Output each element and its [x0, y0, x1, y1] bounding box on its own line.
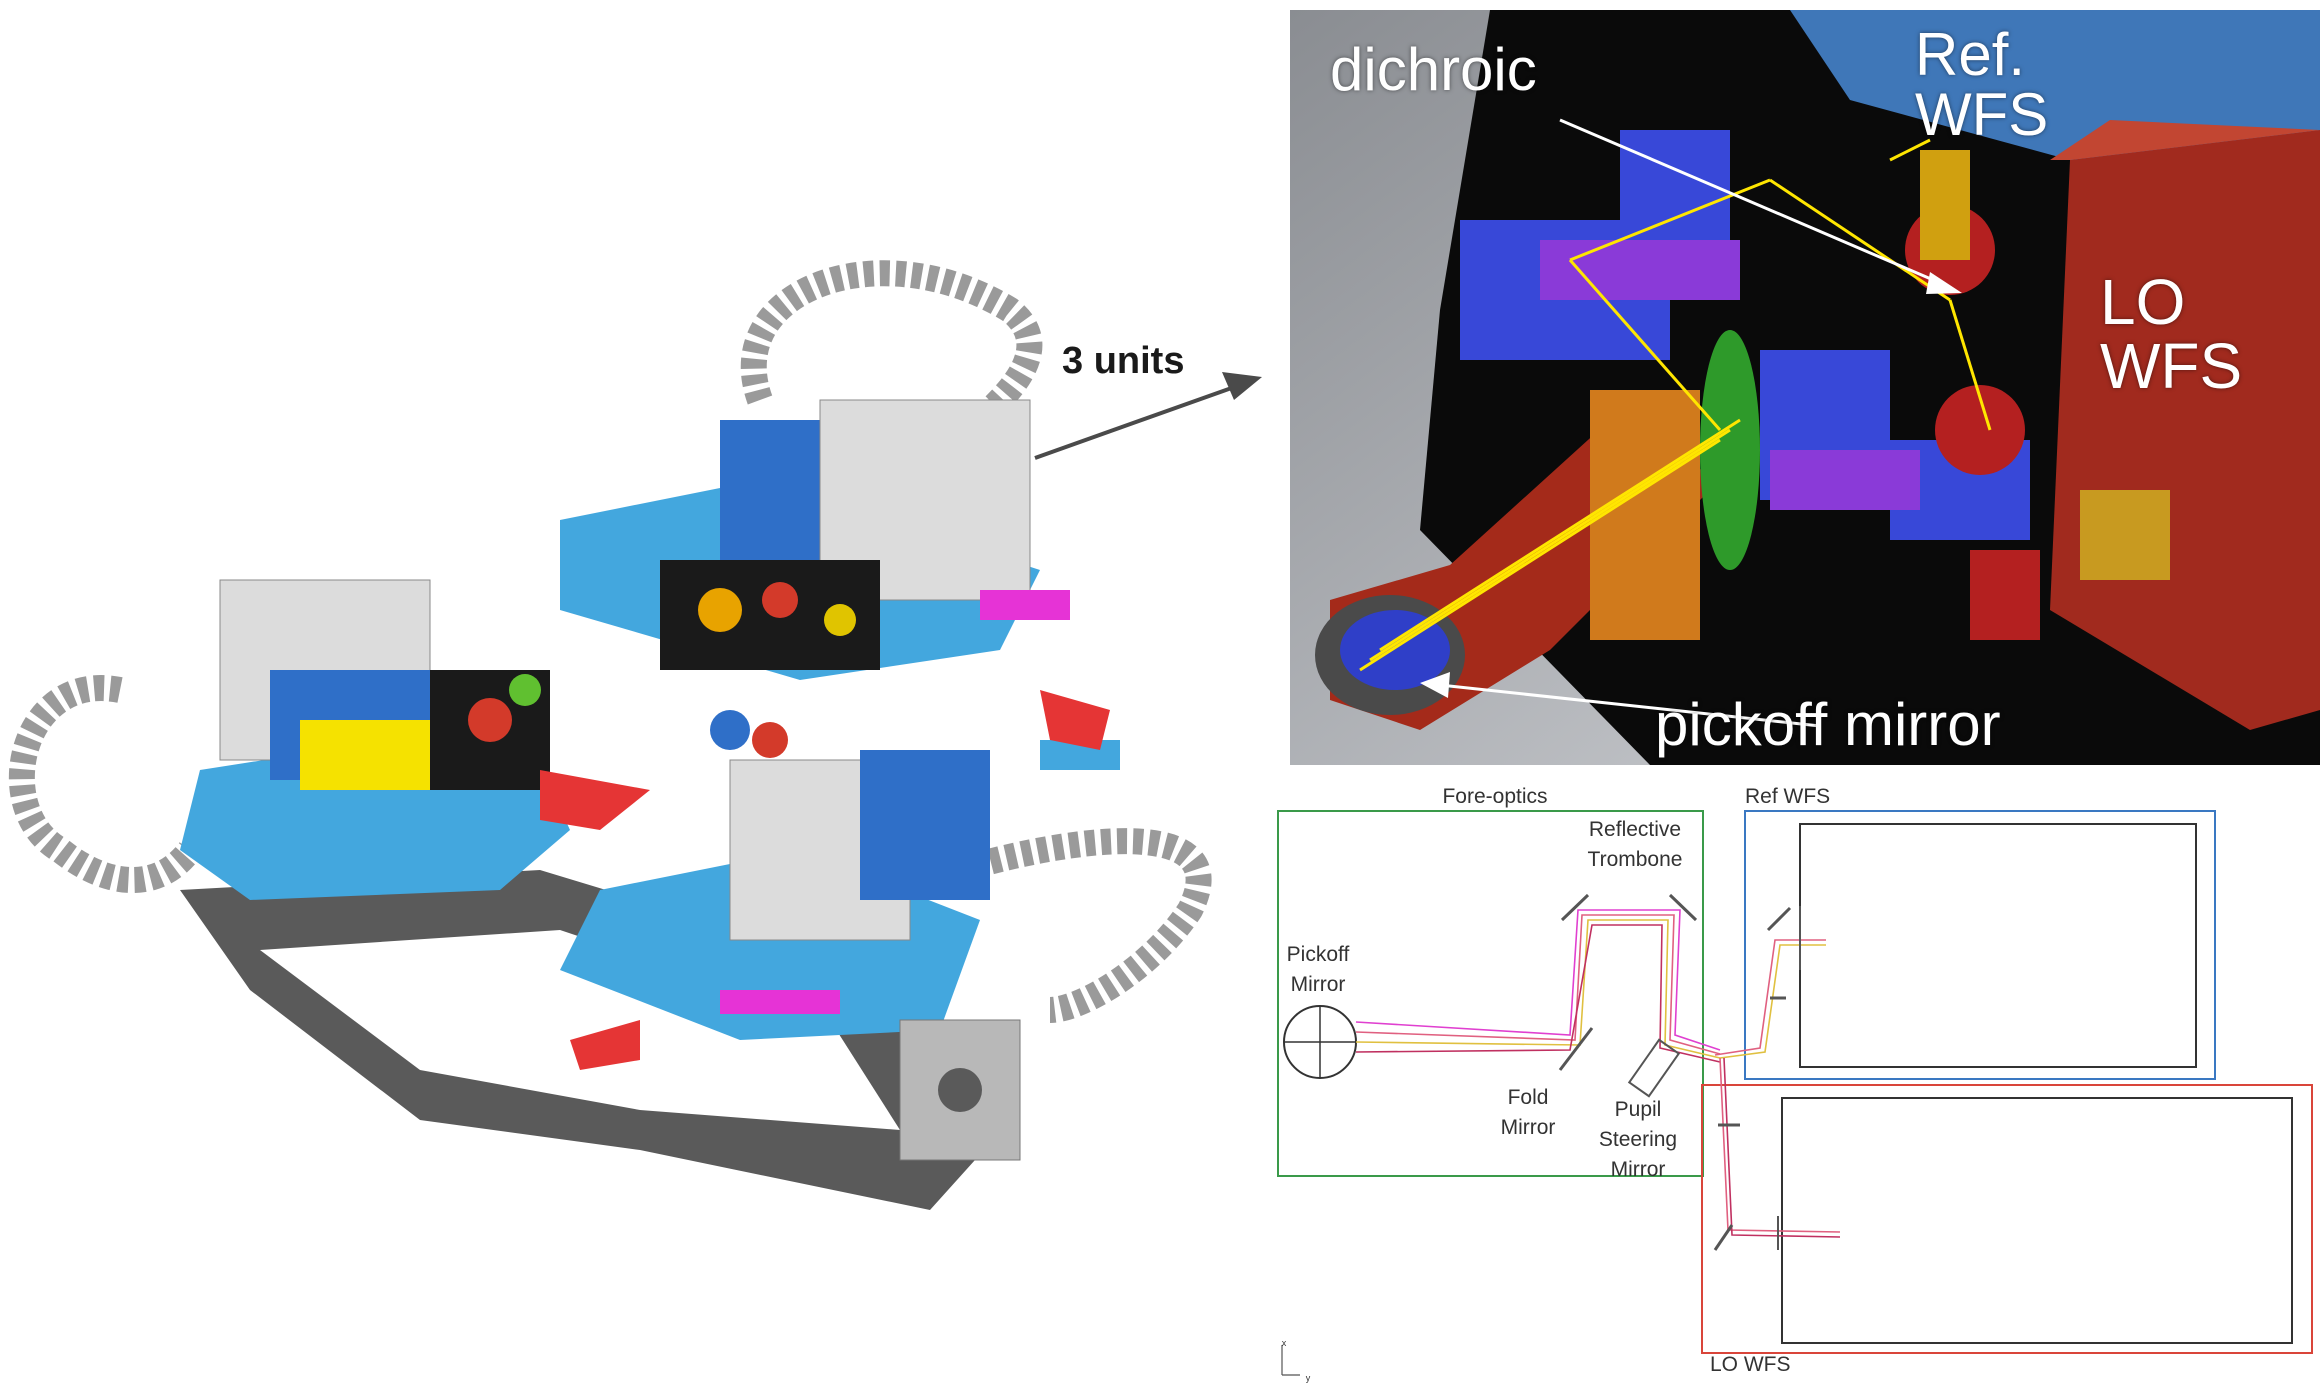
ref-wfs-line-2: WFS: [1915, 81, 2049, 148]
fold-line-1: Fold: [1507, 1086, 1549, 1109]
axis-x-label: x: [1281, 1338, 1287, 1348]
dichroic-label: dichroic: [1330, 36, 1537, 103]
reflective-trombone-line-1: Reflective: [1588, 818, 1682, 841]
reflective-trombone-line-2: Trombone: [1587, 848, 1683, 871]
axis-y-label: y: [1305, 1373, 1311, 1383]
lo-wfs-box: [1701, 1084, 2313, 1354]
lo-wfs-line-2: WFS: [2100, 330, 2243, 402]
pickoff-mirror-schematic-label: Pickoff Mirror: [1278, 940, 1358, 1000]
schematic-drawing: [1277, 810, 2313, 1376]
fold-mirror-label: Fold Mirror: [1488, 1083, 1568, 1143]
pupil-line-1: Pupil: [1614, 1098, 1662, 1121]
pupil-line-2: Steering: [1598, 1128, 1678, 1151]
three-units-label: 3 units: [1062, 340, 1185, 382]
pickoff-mirror-label: pickoff mirror: [1655, 691, 2001, 758]
optical-schematic: Fore-optics Ref WFS LO WFS Reflective Tr…: [1270, 780, 2320, 1383]
fore-optics-title: Fore-optics: [1442, 785, 1548, 808]
fore-optics-box: [1277, 810, 1704, 1177]
ref-wfs-label: Ref. WFS: [1915, 25, 2048, 145]
closeup-render: dichroic Ref. WFS LO WFS pickoff mirror: [1290, 10, 2320, 765]
reflective-trombone-label: Reflective Trombone: [1570, 815, 1700, 875]
pupil-steering-label: Pupil Steering Mirror: [1588, 1095, 1688, 1185]
assembly-illustration: [8, 260, 1262, 1210]
lo-wfs-label: LO WFS: [2100, 270, 2242, 398]
assembly-render: 3 units: [0, 250, 1280, 1240]
lo-wfs-line-1: LO: [2100, 266, 2186, 338]
ref-wfs-title: Ref WFS: [1745, 785, 1831, 808]
fold-line-2: Mirror: [1500, 1116, 1556, 1139]
ref-wfs-box: [1744, 810, 2216, 1080]
pickoff-line-2: Mirror: [1290, 973, 1346, 996]
closeup-illustration: [1290, 10, 2320, 765]
ref-wfs-line-1: Ref.: [1915, 21, 2026, 88]
pupil-line-3: Mirror: [1610, 1158, 1666, 1181]
pickoff-line-1: Pickoff: [1286, 943, 1350, 966]
lo-wfs-title: LO WFS: [1710, 1353, 1791, 1376]
